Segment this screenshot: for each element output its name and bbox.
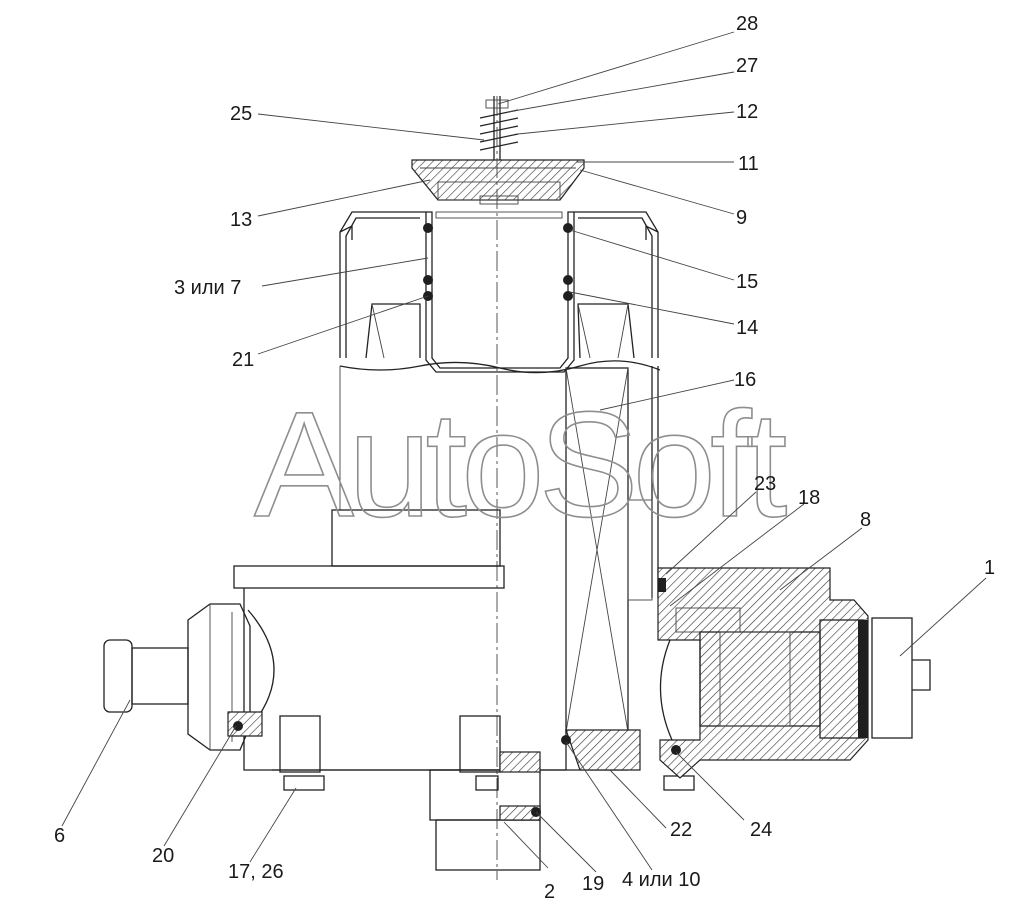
label-13: 13: [230, 209, 252, 231]
label-8: 8: [860, 509, 871, 531]
filter-base: [233, 565, 695, 871]
label-18: 18: [798, 487, 820, 509]
inlet-fitting: [103, 603, 263, 751]
top-cap-assembly: [411, 96, 585, 205]
label-11: 11: [738, 153, 759, 175]
valve-body: [561, 567, 931, 779]
label-14: 14: [736, 317, 758, 339]
label-9: 9: [736, 207, 747, 229]
label-16: 16: [734, 369, 756, 391]
label-19: 19: [582, 873, 604, 895]
label-4-or-10: 4 или 10: [622, 869, 701, 891]
label-25: 25: [230, 103, 252, 125]
label-21: 21: [232, 349, 254, 371]
watermark: AutoSoft: [254, 380, 787, 548]
label-24: 24: [750, 819, 772, 841]
filter-housing-top: [339, 211, 659, 373]
label-27: 27: [736, 55, 758, 77]
label-28: 28: [736, 13, 758, 35]
label-22: 22: [670, 819, 692, 841]
filter-housing-middle: [331, 96, 659, 880]
label-12: 12: [736, 101, 758, 123]
break-line: [339, 360, 661, 374]
leader-lines: [61, 31, 987, 873]
label-20: 20: [152, 845, 174, 867]
label-2: 2: [544, 881, 555, 903]
label-1: 1: [984, 557, 995, 579]
callout-labels: 28 27 25 12 11 13 9 3 или 7 15 14 21 16 …: [54, 13, 995, 903]
label-17-26: 17, 26: [228, 861, 284, 883]
label-23: 23: [754, 473, 776, 495]
label-6: 6: [54, 825, 65, 847]
label-3-or-7: 3 или 7: [174, 277, 241, 299]
label-15: 15: [736, 271, 758, 293]
